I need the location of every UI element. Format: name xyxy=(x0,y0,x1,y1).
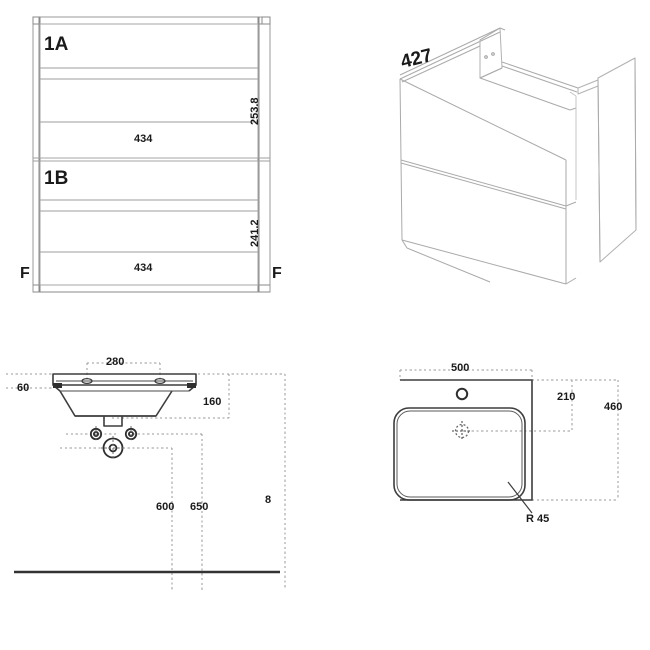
dim-bowl-offset: 210 xyxy=(557,391,576,403)
basin-top-svg xyxy=(393,369,619,514)
mark-f-right: F xyxy=(272,265,282,282)
dim-trap-height: 650 xyxy=(190,501,209,513)
dim-overall-height-clip: 8 xyxy=(265,494,285,516)
cabinet-front-elevation-view: 1A 1B 253.8 241.2 434 434 F F xyxy=(0,0,300,310)
dim-upper-width: 434 xyxy=(134,133,153,145)
mark-f-left: F xyxy=(20,265,30,282)
dim-overall-height: 8 xyxy=(265,494,272,506)
drawer-label-1b: 1B xyxy=(44,168,69,189)
cabinet-isometric-view: 427 xyxy=(380,0,650,310)
drawer-label-1a: 1A xyxy=(44,34,69,55)
dim-upper-height: 253.8 xyxy=(249,97,261,125)
dim-basin-depth-top: 460 xyxy=(604,401,623,413)
isometric-svg xyxy=(399,27,637,285)
basin-installation-view: 280 60 160 600 650 8 xyxy=(0,350,320,600)
dim-lower-height: 241.2 xyxy=(249,219,261,247)
dim-basin-depth: 160 xyxy=(203,396,222,408)
dim-basin-width: 500 xyxy=(451,362,470,374)
basin-installation-svg xyxy=(6,362,286,590)
dim-top-thickness: 60 xyxy=(17,382,30,394)
basin-top-view: 500 210 460 R 45 xyxy=(380,350,650,550)
front-elevation-svg xyxy=(32,16,271,293)
dim-lower-width: 434 xyxy=(134,262,153,274)
dim-tap-centres: 280 xyxy=(106,356,125,368)
dim-waste-height: 600 xyxy=(156,501,175,513)
dim-corner-radius: R 45 xyxy=(526,513,550,525)
